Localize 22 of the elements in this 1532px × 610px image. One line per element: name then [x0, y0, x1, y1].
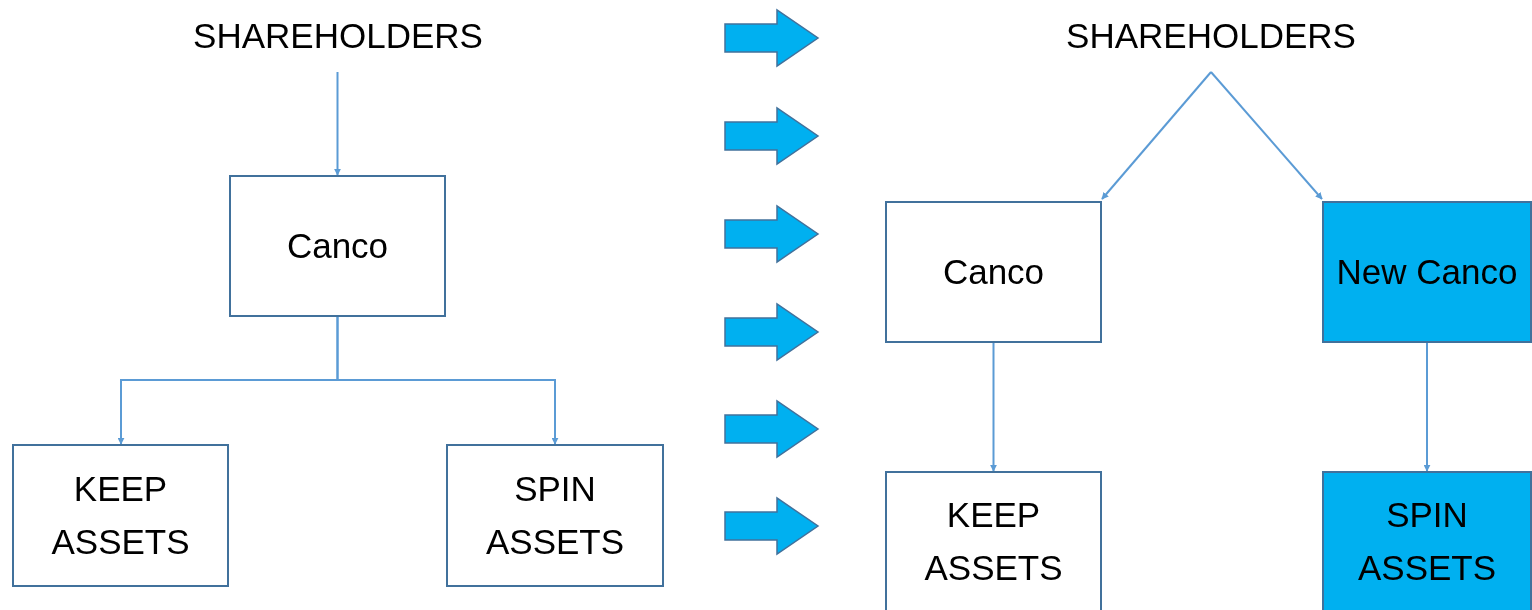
box-label: SPIN ASSETS — [1356, 494, 1498, 589]
arrow — [1210, 71, 1323, 200]
box-label: SPIN ASSETS — [484, 468, 626, 563]
arrow — [334, 71, 341, 176]
node-label: SHAREHOLDERS — [180, 12, 496, 60]
arrow — [336, 316, 559, 445]
entity-box — [12, 444, 229, 587]
entity-box — [1322, 471, 1532, 610]
arrow — [1101, 71, 1212, 200]
entity-box — [885, 471, 1102, 610]
box-label: Canco — [942, 250, 1045, 293]
entity-box — [446, 444, 664, 587]
entity-box — [885, 201, 1102, 343]
arrow — [990, 342, 997, 472]
node-label: SHAREHOLDERS — [1053, 12, 1369, 60]
box-label: KEEP ASSETS — [923, 494, 1064, 589]
entity-box — [1322, 201, 1532, 343]
arrow — [1423, 342, 1431, 472]
box-label: New Canco — [1336, 250, 1518, 293]
entity-box — [229, 175, 446, 317]
box-label: KEEP ASSETS — [50, 468, 191, 563]
box-label: Canco — [286, 224, 389, 267]
